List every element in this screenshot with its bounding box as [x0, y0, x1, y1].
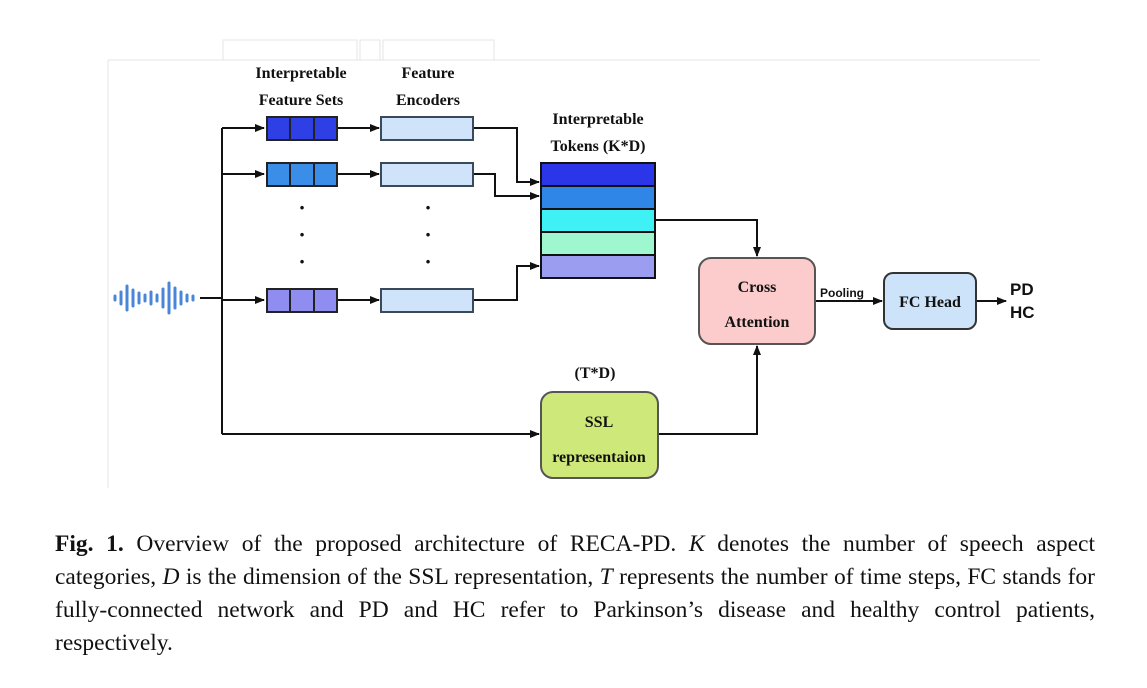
frame-lines — [107, 39, 1040, 488]
svg-text:·: · — [298, 249, 305, 274]
pooling-label: Pooling — [820, 286, 864, 300]
feature-set-k — [266, 288, 338, 313]
feature-sets-label-line1: Interpretable — [255, 65, 346, 82]
feature-set-1 — [266, 116, 338, 141]
ssl-label-line2: representaion — [552, 449, 646, 466]
cross-attention-box — [698, 257, 816, 345]
svg-text:·: · — [424, 249, 431, 274]
feature-encoders-label-line1: Feature — [401, 65, 454, 82]
fc-head-label: FC Head — [899, 294, 961, 311]
fc-head-box — [883, 272, 977, 330]
svg-text:·: · — [298, 222, 305, 247]
interpretable-tokens — [540, 162, 656, 279]
td-label: (T*D) — [575, 365, 616, 382]
ellipsis-dots: · · · · · · — [298, 195, 431, 274]
feature-encoders-label-line2: Encoders — [396, 92, 460, 109]
connectors — [200, 124, 1007, 438]
caption-text-2: denotes the number of speech aspect cate… — [55, 531, 1095, 590]
figure-caption: Fig. 1. Overview of the proposed archite… — [55, 528, 1095, 660]
caption-text-3: is the dimension of the SSL representati… — [179, 564, 600, 590]
caption-text-4: represents the number of time steps, FC … — [55, 564, 1095, 656]
feature-sets-label-line2: Feature Sets — [259, 92, 344, 109]
waveform-icon — [113, 281, 195, 315]
ssl-box — [540, 391, 659, 479]
svg-text:·: · — [424, 195, 431, 220]
caption-text-1: Overview of the proposed architecture of… — [123, 531, 689, 557]
feature-set-2 — [266, 162, 338, 187]
caption-var-k: K — [688, 531, 705, 557]
cross-attention-label-line1: Cross — [738, 279, 777, 296]
feature-encoders — [380, 116, 474, 313]
output-hc: HC — [1010, 303, 1035, 322]
architecture-diagram: · · · · · · Interpretable Feature Sets F… — [107, 39, 1040, 488]
encoder-1 — [380, 116, 474, 141]
output-pd: PD — [1010, 280, 1034, 299]
caption-var-t: T — [599, 564, 613, 590]
tokens-label-line1: Interpretable — [552, 111, 643, 128]
encoder-k — [380, 288, 474, 313]
ssl-label-line1: SSL — [585, 414, 613, 431]
svg-text:·: · — [424, 222, 431, 247]
caption-var-d: D — [162, 564, 180, 590]
svg-text:·: · — [298, 195, 305, 220]
tokens-label-line2: Tokens (K*D) — [551, 138, 646, 155]
caption-fig-label: Fig. 1. — [55, 531, 124, 557]
encoder-2 — [380, 162, 474, 187]
cross-attention-label-line2: Attention — [725, 314, 790, 331]
